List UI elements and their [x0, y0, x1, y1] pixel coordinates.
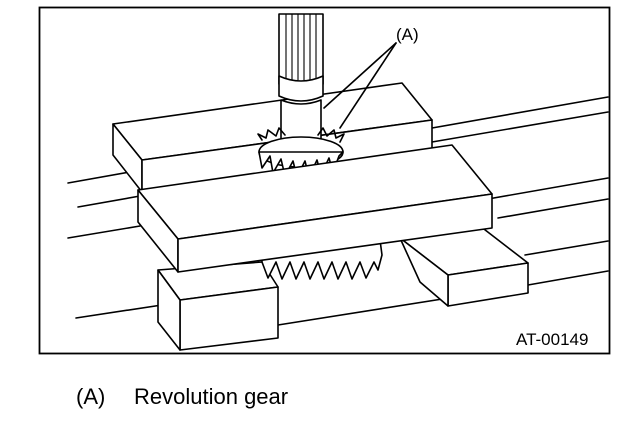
- lower-right-block: [399, 225, 529, 307]
- callout-leader: [323, 42, 397, 129]
- legend-key: (A): [76, 384, 106, 409]
- rails-right: [277, 96, 609, 326]
- legend-text: Revolution gear: [134, 384, 289, 409]
- shaft: [278, 13, 324, 157]
- figure-code: AT-00149: [516, 330, 588, 349]
- front-plate: [137, 144, 493, 273]
- callout-label: (A): [396, 25, 419, 44]
- lower-left-block: [157, 261, 279, 351]
- legend: (A) Revolution gear: [76, 384, 288, 410]
